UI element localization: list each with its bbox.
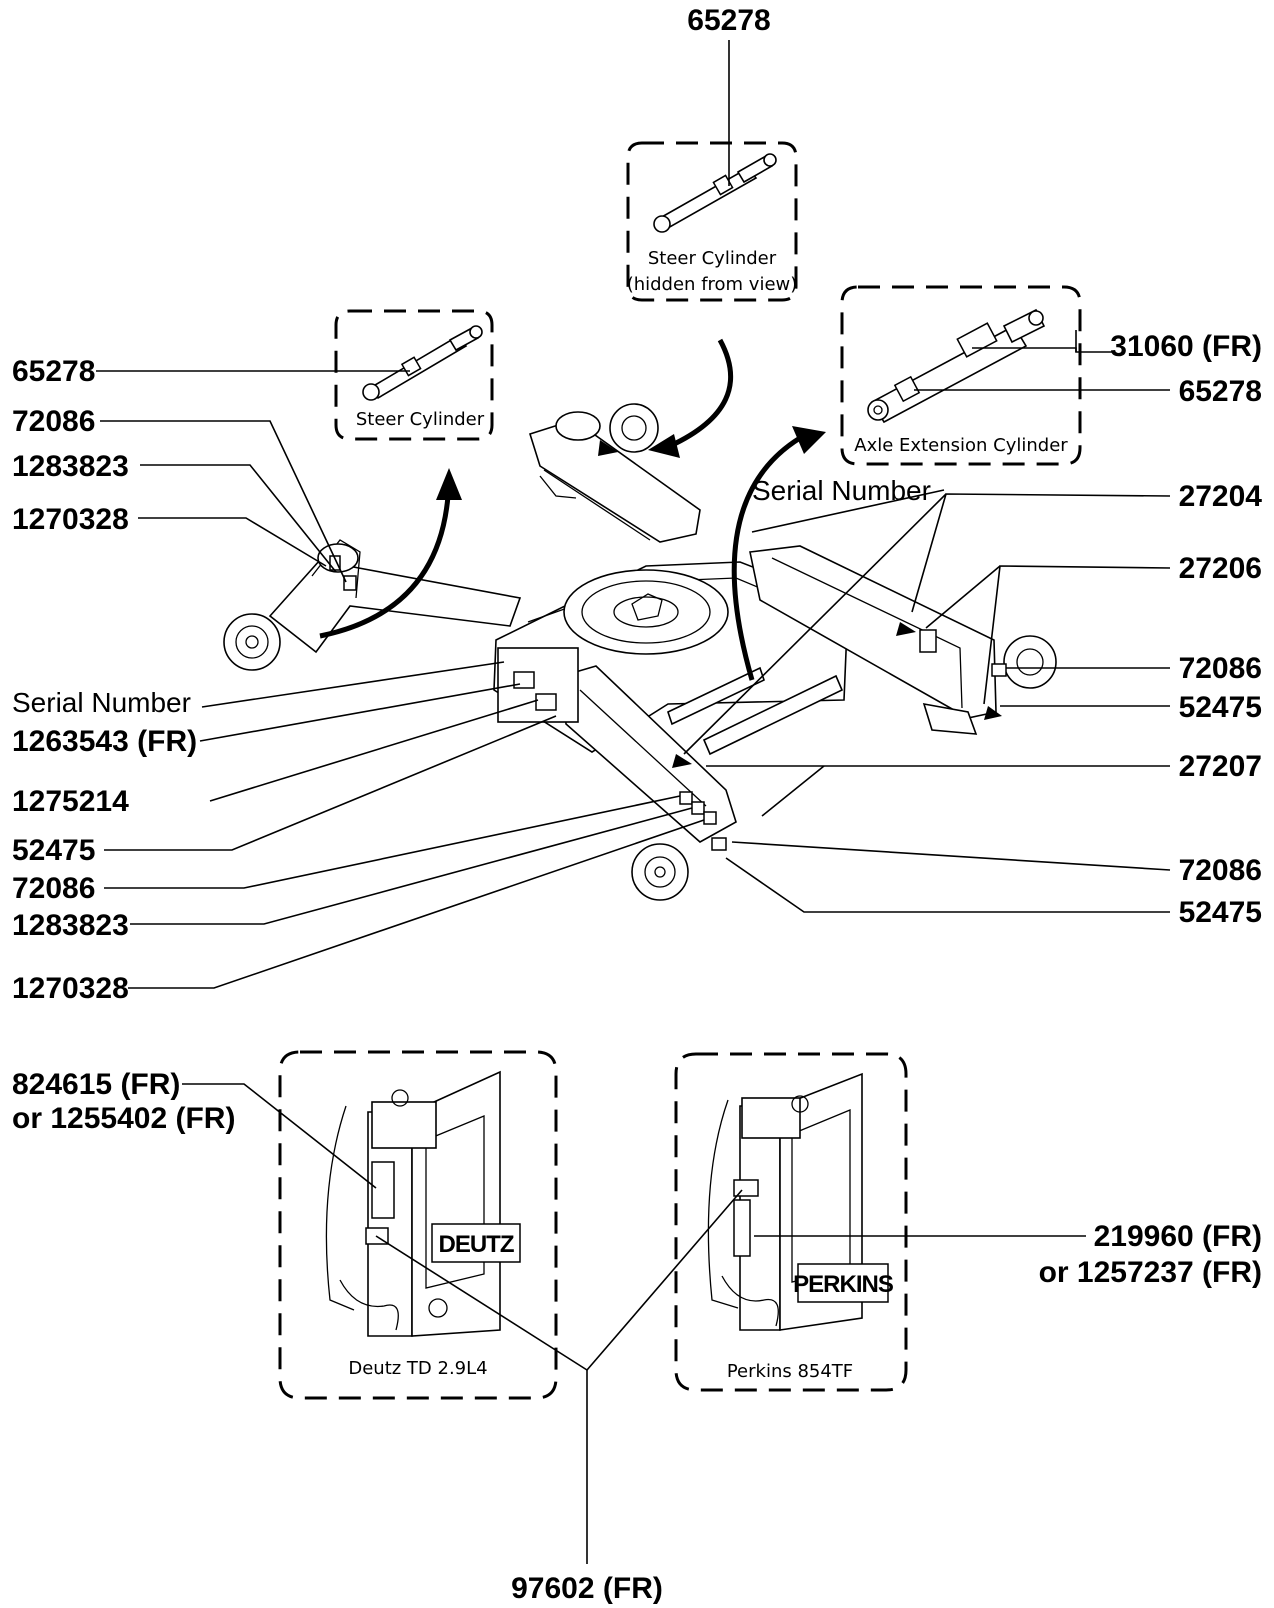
inset-caption-steer-left: Steer Cylinder [356,409,485,430]
inset-perkins-engine: PERKINS Perkins 854TF [674,1052,908,1392]
callout-deutz-b: or 1255402 (FR) [12,1102,235,1135]
callout-left-5: 1275214 [12,785,129,818]
callout-serial-left: Serial Number [12,687,191,718]
inset-axle-extension-cylinder: Axle Extension Cylinder [840,285,1082,466]
callout-serial-right: Serial Number [752,475,931,506]
callout-right-3: 27204 [1179,480,1263,513]
inset-steer-cylinder-left: Steer Cylinder [334,309,494,441]
chassis-drawing [223,338,1057,901]
steer-cylinder-left-drawing [362,325,483,401]
callout-deutz-a: 824615 (FR) [12,1068,180,1101]
callout-top-steer: 65278 [687,4,770,37]
inset-deutz-engine: DEUTZ Deutz TD 2.9L4 [278,1050,558,1400]
callout-right-9: 52475 [1179,896,1262,929]
deutz-engine-drawing [325,1070,521,1337]
inset-caption-steer-hidden-2: (hidden from view) [627,274,798,295]
callout-bottom: 97602 (FR) [511,1572,663,1605]
callout-left-9: 1270328 [12,972,129,1005]
axle-extension-cylinder-drawing [867,308,1046,424]
deutz-logo-text: DEUTZ [439,1231,514,1258]
steer-cylinder-top-drawing [653,153,777,233]
callout-left-2: 1283823 [12,450,129,483]
callout-left-7: 72086 [12,872,95,905]
callout-perkins-b: or 1257237 (FR) [1039,1256,1262,1289]
callout-right-4: 27206 [1179,552,1262,585]
callout-right-7: 27207 [1179,750,1262,783]
callout-left-steer: 65278 [12,355,95,388]
callout-perkins-a: 219960 (FR) [1094,1220,1262,1253]
perkins-logo-text: PERKINS [793,1271,894,1298]
callout-left-1: 72086 [12,405,95,438]
callout-right-2: 65278 [1179,375,1262,408]
callout-right-5: 72086 [1179,652,1262,685]
leader-lines [96,40,1171,1564]
inset-caption-perkins: Perkins 854TF [727,1361,853,1382]
callout-left-3: 1270328 [12,503,129,536]
callout-left-8: 1283823 [12,909,129,942]
callout-right-8: 72086 [1179,854,1262,887]
callout-left-4: 1263543 (FR) [12,725,197,758]
inset-caption-deutz: Deutz TD 2.9L4 [348,1358,487,1379]
inset-steer-cylinder-top: Steer Cylinder (hidden from view) [626,141,798,302]
callout-right-6: 52475 [1179,691,1262,724]
callout-left-6: 52475 [12,834,95,867]
inset-caption-axle-extension: Axle Extension Cylinder [854,435,1068,456]
callout-right-1: 31060 (FR) [1110,330,1262,363]
inset-caption-steer-hidden-1: Steer Cylinder [648,248,777,269]
